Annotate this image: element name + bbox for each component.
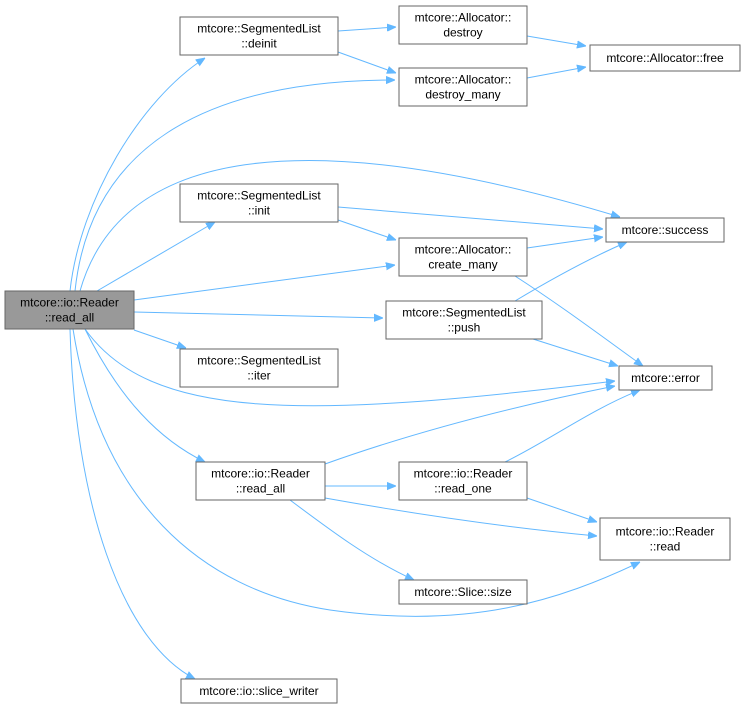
node-box[interactable] [179,16,339,56]
node-success[interactable]: mtcore::success [605,217,725,243]
node-label: mtcore::Allocator:: [415,243,512,257]
node-alloc-destroy[interactable]: mtcore::Allocator::destroy [398,5,528,45]
node-box[interactable] [385,300,543,340]
node-label: mtcore::SegmentedList [402,306,526,320]
node-label: mtcore::SegmentedList [197,354,321,368]
node-label: ::read_all [236,482,285,496]
node-label: mtcore::io::Reader [20,296,119,310]
edge-root-to-sl-push [133,311,383,318]
node-box[interactable] [398,237,528,277]
node-sl-init[interactable]: mtcore::SegmentedList::init [179,183,339,223]
node-box[interactable] [398,461,528,501]
edge-root-to-sl-iter [133,329,186,348]
node-error[interactable]: mtcore::error [618,365,713,391]
node-box[interactable] [599,517,731,561]
edge-alloc-destroy-to-alloc-free [526,35,586,46]
edge-sl-init-to-success [337,206,603,229]
node-label: ::read_one [434,482,492,496]
node-box[interactable] [4,290,135,330]
node-label: mtcore::Allocator:: [415,11,512,25]
node-box[interactable] [179,348,339,388]
node-label: ::read_all [45,311,94,325]
edge-reader-read-all-to-error [324,386,615,465]
edge-sl-push-to-error [532,338,618,366]
node-box[interactable] [180,678,338,704]
node-label: destroy_many [425,88,500,102]
edge-reader-read-one-to-reader-read [526,497,597,522]
node-box[interactable] [618,365,713,391]
node-alloc-free[interactable]: mtcore::Allocator::free [589,44,741,72]
node-label: destroy [443,26,482,40]
edge-root-to-slice-writer [69,328,195,679]
node-sl-iter[interactable]: mtcore::SegmentedList::iter [179,348,339,388]
edge-alloc-destroy-many-to-alloc-free [526,67,586,79]
node-box[interactable] [398,67,528,107]
node-label: ::read [650,540,681,554]
node-label: ::init [248,204,271,218]
node-label: mtcore::SegmentedList [197,22,321,36]
node-sl-push[interactable]: mtcore::SegmentedList::push [385,300,543,340]
node-label: mtcore::Allocator:: [415,73,512,87]
node-box[interactable] [179,183,339,223]
node-reader-read-one[interactable]: mtcore::io::Reader::read_one [398,461,528,501]
node-label: mtcore::io::Reader [414,467,513,481]
edge-root-to-reader-read [72,328,640,617]
node-alloc-create-many[interactable]: mtcore::Allocator::create_many [398,237,528,277]
edge-sl-deinit-to-alloc-destroy-many [337,51,396,73]
node-label: mtcore::Slice::size [414,585,512,599]
edge-root-to-sl-init [96,222,215,292]
edge-sl-init-to-alloc-create-many [337,219,396,240]
node-box[interactable] [605,217,725,243]
edge-reader-read-one-to-error [504,389,640,463]
edge-sl-push-to-success [514,242,627,302]
edge-root-to-alloc-create-many [133,265,395,301]
node-label: ::push [448,321,481,335]
node-box[interactable] [589,44,741,72]
node-root[interactable]: mtcore::io::Reader::read_all [4,290,135,330]
node-alloc-destroy-many[interactable]: mtcore::Allocator::destroy_many [398,67,528,107]
edge-reader-read-all-to-reader-read [324,497,597,536]
edge-root-to-reader-read-all [84,328,205,462]
node-box[interactable] [398,5,528,45]
node-label: mtcore::error [631,371,700,385]
edge-alloc-create-many-to-error [514,275,643,366]
edge-reader-read-all-to-slice-size [289,499,414,580]
edge-sl-deinit-to-alloc-destroy [337,27,396,31]
node-reader-read-all[interactable]: mtcore::io::Reader::read_all [195,461,326,501]
node-label: mtcore::io::slice_writer [199,684,318,698]
node-sl-deinit[interactable]: mtcore::SegmentedList::deinit [179,16,339,56]
edge-root-to-sl-deinit [69,58,205,292]
node-label: mtcore::success [622,223,709,237]
node-label: mtcore::SegmentedList [197,189,321,203]
node-reader-read[interactable]: mtcore::io::Reader::read [599,517,731,561]
node-box[interactable] [398,579,528,605]
node-label: mtcore::io::Reader [211,467,310,481]
node-label: ::deinit [241,37,277,51]
edge-alloc-create-many-to-success [526,237,603,249]
edge-root-to-error [84,328,615,407]
edge-root-to-success [79,160,620,292]
edge-root-to-alloc-destroy-many [74,80,395,292]
node-slice-writer[interactable]: mtcore::io::slice_writer [180,678,338,704]
edges [69,27,643,679]
node-label: ::iter [247,369,270,383]
node-slice-size[interactable]: mtcore::Slice::size [398,579,528,605]
node-label: mtcore::Allocator::free [606,51,724,65]
nodes: mtcore::io::Reader::read_allmtcore::Segm… [4,5,741,704]
node-box[interactable] [195,461,326,501]
node-label: create_many [428,258,497,272]
node-label: mtcore::io::Reader [616,525,715,539]
